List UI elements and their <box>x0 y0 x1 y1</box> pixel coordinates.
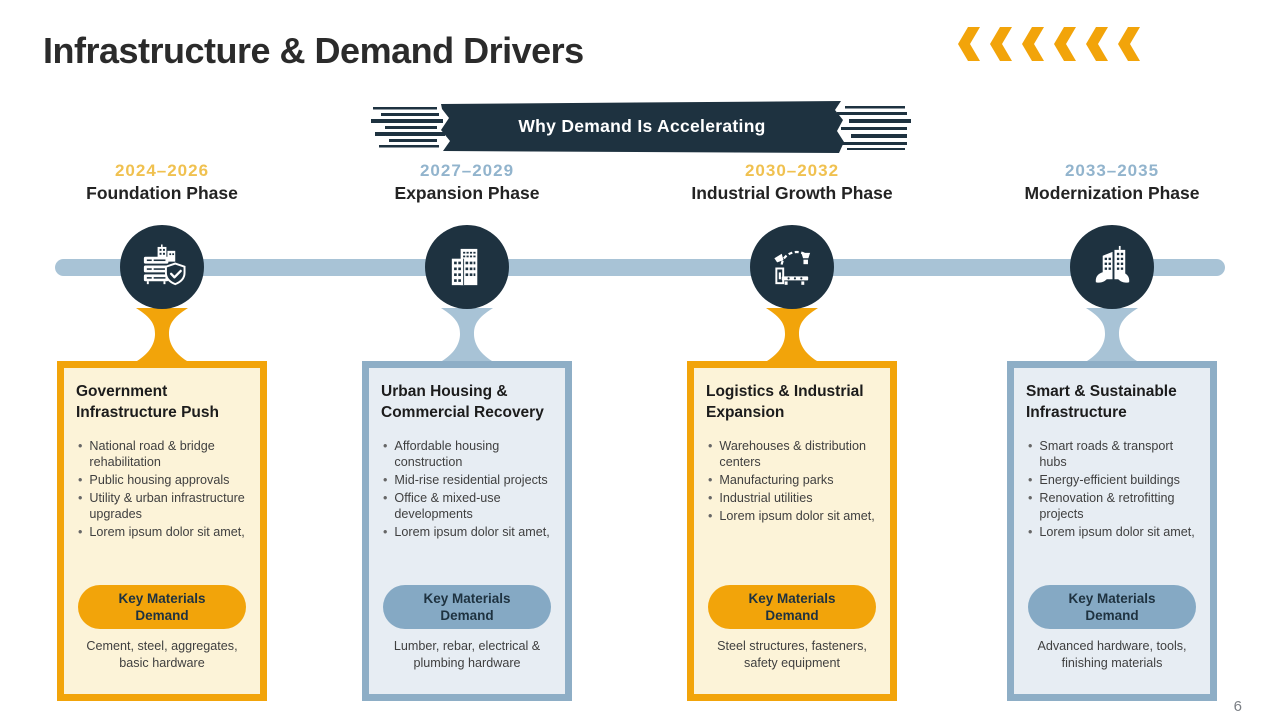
phase-column: 2030–2032 Industrial Growth Phase Logist… <box>687 161 897 703</box>
phase-card: Smart & Sustainable Infrastructure Smart… <box>1007 361 1217 701</box>
chevrons-left-icon <box>958 27 1140 61</box>
banner: Why Demand Is Accelerating <box>371 99 913 156</box>
bullet-item: Smart roads & transport hubs <box>1028 439 1198 471</box>
phase-years: 2024–2026 <box>114 161 210 180</box>
phase-column: 2033–2035 Modernization Phase Smart & Su… <box>1007 161 1217 703</box>
bullet-list: Warehouses & distribution centersManufac… <box>706 439 878 527</box>
bullet-item: Office & mixed-use developments <box>383 491 553 523</box>
phase-card: Government Infrastructure Push National … <box>57 361 267 701</box>
phase-years: 2033–2035 <box>1064 161 1160 180</box>
bullet-item: Manufacturing parks <box>708 473 878 489</box>
bullet-item: Warehouses & distribution centers <box>708 439 878 471</box>
bullet-item: Lorem ipsum dolor sit amet, <box>78 525 248 541</box>
funnel-connector <box>441 308 493 361</box>
bullet-item: Lorem ipsum dolor sit amet, <box>1028 525 1198 541</box>
card-title: Smart & Sustainable Infrastructure <box>1026 383 1177 422</box>
phase-name: Industrial Growth Phase <box>691 183 893 203</box>
funnel-connector <box>766 308 818 361</box>
slide-title: Infrastructure & Demand Drivers <box>43 30 584 71</box>
office-building-icon <box>425 225 509 309</box>
bullet-item: National road & bridge rehabilitation <box>78 439 248 471</box>
bullet-item: Lorem ipsum dolor sit amet, <box>708 509 878 525</box>
bullet-item: Energy-efficient buildings <box>1028 473 1198 489</box>
robotic-arm-icon <box>750 225 834 309</box>
banner-label: Why Demand Is Accelerating <box>518 116 766 136</box>
phase-years: 2030–2032 <box>744 161 840 180</box>
eco-buildings-icon <box>1070 225 1154 309</box>
materials-caption: Lumber, rebar, electrical & plumbing har… <box>393 639 541 670</box>
card-title: Urban Housing & Commercial Recovery <box>381 383 544 422</box>
key-materials-pill: Key Materials Demand <box>78 585 246 630</box>
phase-card: Urban Housing & Commercial Recovery Affo… <box>362 361 572 701</box>
materials-caption: Advanced hardware, tools, finishing mate… <box>1037 639 1187 670</box>
bullet-list: Smart roads & transport hubsEnergy-effic… <box>1026 439 1198 543</box>
bullet-item: Renovation & retrofitting projects <box>1028 491 1198 523</box>
card-title: Logistics & Industrial Expansion <box>706 383 864 422</box>
card-title: Government Infrastructure Push <box>76 383 219 422</box>
key-materials-pill: Key Materials Demand <box>1028 585 1196 630</box>
phase-name: Modernization Phase <box>1024 183 1200 203</box>
materials-caption: Steel structures, fasteners, safety equi… <box>717 639 867 670</box>
bullet-list: Affordable housing constructionMid-rise … <box>381 439 553 543</box>
phase-card: Logistics & Industrial Expansion Warehou… <box>687 361 897 701</box>
phase-name: Expansion Phase <box>394 183 540 203</box>
bullet-item: Utility & urban infrastructure upgrades <box>78 491 248 523</box>
funnel-connector <box>136 308 188 361</box>
bullet-item: Industrial utilities <box>708 491 878 507</box>
funnel-connector <box>1086 308 1138 361</box>
phase-name: Foundation Phase <box>86 183 238 203</box>
brush-stroke <box>371 101 911 153</box>
bullet-item: Affordable housing construction <box>383 439 553 471</box>
materials-caption: Cement, steel, aggregates, basic hardwar… <box>86 639 238 670</box>
phase-column: 2024–2026 Foundation Phase Government In… <box>57 161 267 703</box>
bullet-item: Mid-rise residential projects <box>383 473 553 489</box>
bullet-item: Lorem ipsum dolor sit amet, <box>383 525 553 541</box>
phase-column: 2027–2029 Expansion Phase Urban Housing … <box>362 161 572 703</box>
timeline-bar <box>55 259 1225 276</box>
buildings-shield-icon <box>120 225 204 309</box>
bullet-item: Public housing approvals <box>78 473 248 489</box>
key-materials-pill: Key Materials Demand <box>383 585 551 630</box>
bullet-list: National road & bridge rehabilitationPub… <box>76 439 248 543</box>
phase-years: 2027–2029 <box>419 161 515 180</box>
key-materials-pill: Key Materials Demand <box>708 585 876 630</box>
page-number: 6 <box>1233 698 1242 715</box>
